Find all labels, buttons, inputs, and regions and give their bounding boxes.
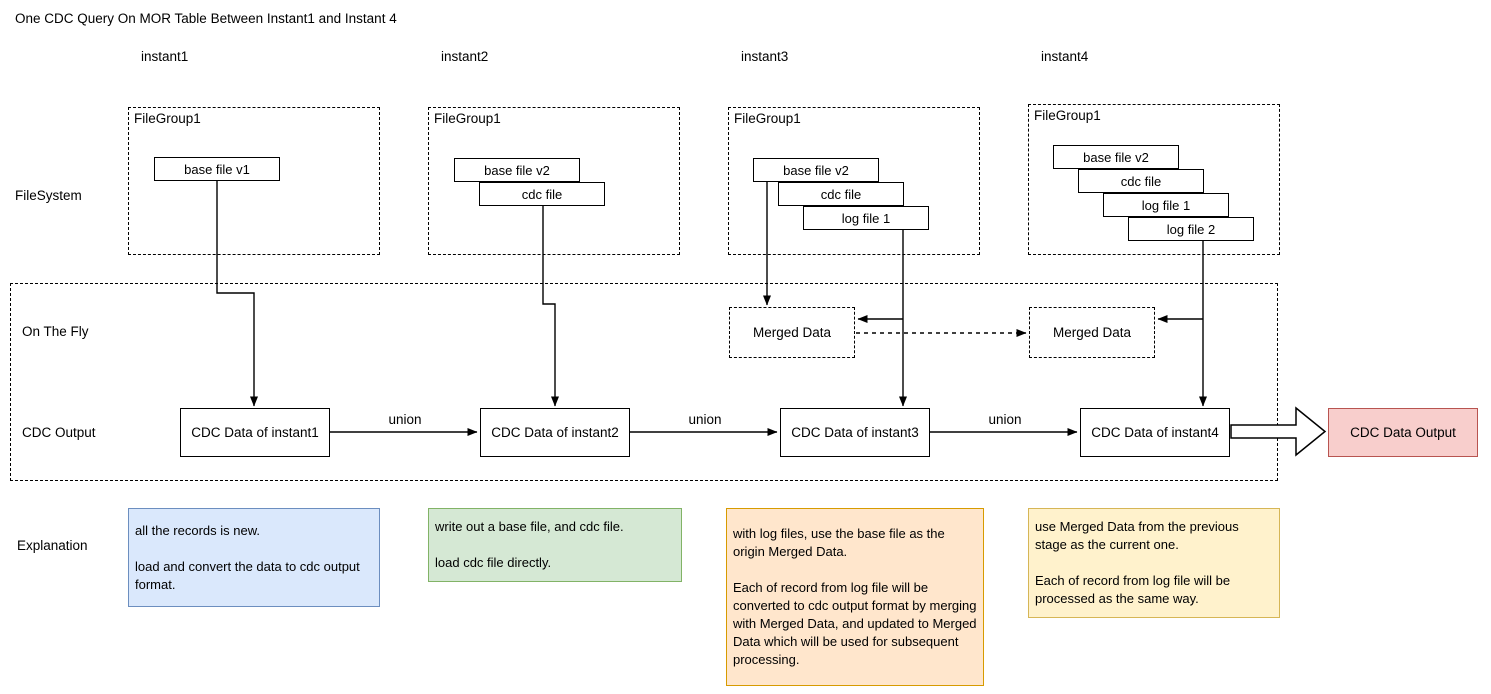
file-box: cdc file	[1078, 169, 1204, 193]
row-label-filesystem: FileSystem	[15, 188, 82, 203]
union-label: union	[388, 412, 422, 427]
explanation-box-instant3: with log files, use the base file as the…	[726, 508, 984, 686]
explanation-text: with log files, use the base file as the…	[733, 526, 977, 667]
cdc-data-output-box: CDC Data Output	[1328, 408, 1478, 457]
file-box: log file 2	[1128, 217, 1254, 241]
on-the-fly-container	[10, 283, 1278, 481]
file-box: base file v2	[454, 158, 580, 182]
column-header-instant2: instant2	[441, 49, 489, 64]
row-label-on-the-fly: On The Fly	[22, 324, 89, 339]
explanation-box-instant1: all the records is new. load and convert…	[128, 508, 380, 607]
filegroup-label: FileGroup1	[434, 111, 501, 126]
merged-data-box-instant4: Merged Data	[1029, 307, 1155, 358]
column-header-instant1: instant1	[141, 49, 189, 64]
file-box: cdc file	[479, 182, 605, 206]
explanation-text: write out a base file, and cdc file. loa…	[435, 519, 624, 570]
explanation-text: all the records is new. load and convert…	[135, 522, 360, 592]
filegroup-box-instant3: FileGroup1	[728, 107, 980, 255]
cdc-data-box-instant2: CDC Data of instant2	[480, 408, 630, 457]
file-box: base file v2	[753, 158, 879, 182]
explanation-box-instant4: use Merged Data from the previous stage …	[1028, 508, 1280, 618]
merged-data-box-instant3: Merged Data	[729, 307, 855, 358]
column-header-instant4: instant4	[1041, 49, 1089, 64]
file-box: cdc file	[778, 182, 904, 206]
union-label: union	[688, 412, 722, 427]
cdc-data-box-instant1: CDC Data of instant1	[180, 408, 330, 457]
file-box: log file 1	[1103, 193, 1229, 217]
row-label-explanation: Explanation	[17, 538, 88, 553]
filegroup-box-instant1: FileGroup1	[128, 107, 380, 255]
filegroup-label: FileGroup1	[1034, 108, 1101, 123]
diagram-title: One CDC Query On MOR Table Between Insta…	[15, 11, 397, 26]
explanation-text: use Merged Data from the previous stage …	[1035, 519, 1239, 606]
filegroup-label: FileGroup1	[134, 111, 201, 126]
row-label-cdc-output: CDC Output	[22, 425, 96, 440]
file-box: log file 1	[803, 206, 929, 230]
cdc-data-box-instant4: CDC Data of instant4	[1080, 408, 1230, 457]
file-box: base file v2	[1053, 145, 1179, 169]
explanation-box-instant2: write out a base file, and cdc file. loa…	[428, 508, 682, 582]
file-box: base file v1	[154, 157, 280, 181]
cdc-data-box-instant3: CDC Data of instant3	[780, 408, 930, 457]
union-label: union	[988, 412, 1022, 427]
column-header-instant3: instant3	[741, 49, 789, 64]
filegroup-label: FileGroup1	[734, 111, 801, 126]
filegroup-box-instant4: FileGroup1	[1028, 104, 1280, 255]
